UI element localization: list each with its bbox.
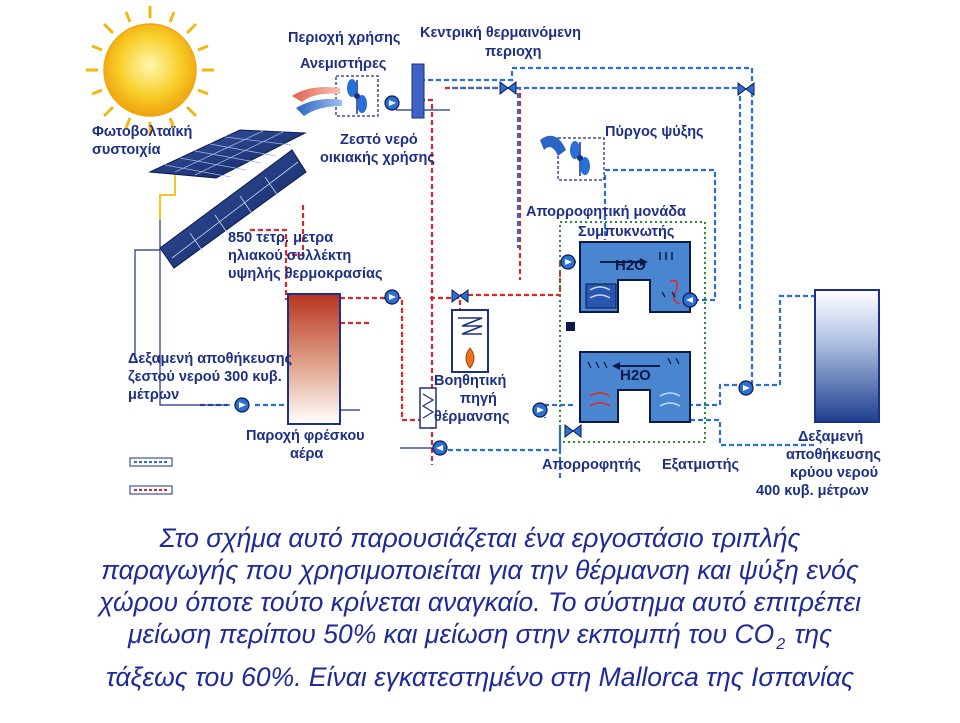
central-heated-area-label-1: Κεντρική θερμαινόμενη xyxy=(420,25,581,41)
fan-icon xyxy=(335,75,379,117)
caption-line-4-text: μείωση περίπου 50% και μείωση στην εκπομ… xyxy=(127,619,775,649)
legend xyxy=(129,457,173,495)
condenser-generator-unit xyxy=(579,241,691,313)
caption-line-2: παραγωγής που χρησιμοποιείται για την θέ… xyxy=(101,555,859,585)
trigeneration-diagram: H2O H2O xyxy=(86,6,881,499)
absorber-label: Απορροφητής xyxy=(542,457,641,473)
area-heat-exchanger xyxy=(411,63,425,119)
caption: Στο σχήμα αυτό παρουσιάζεται ένα εργοστά… xyxy=(0,522,960,722)
pv-cable xyxy=(159,168,176,220)
fresh-air-label-2: αέρα xyxy=(290,446,323,462)
hot-air-out xyxy=(292,87,340,102)
collector-label-2: ηλιακού συλλέκτη xyxy=(228,248,351,264)
area-of-use-label: Περιοχή χρήσης xyxy=(288,30,400,46)
junction-box xyxy=(566,322,575,331)
co2-subscript: 2 xyxy=(776,636,786,653)
absorption-unit-frame xyxy=(559,221,706,443)
h2o-top-label: H2O xyxy=(615,257,646,274)
aux-heat-label-1: Βοηθητική xyxy=(434,373,506,389)
absorber-evaporator-unit xyxy=(579,351,691,423)
pipe-outlines xyxy=(134,109,450,449)
hot-tank-label-2: ζεστού νερού 300 κυβ. xyxy=(128,369,282,385)
condenser-label: Συμπυκνωτής xyxy=(578,224,674,240)
fans-label: Ανεμιστήρες xyxy=(300,56,386,72)
cold-tank-label-2: αποθήκευσης xyxy=(786,447,881,463)
flame-icon xyxy=(465,347,475,369)
cold-tank-label-4: 400 κυβ. μέτρων xyxy=(756,483,869,499)
sun-icon xyxy=(86,6,214,134)
hot-tank-label-3: μέτρων xyxy=(128,387,179,403)
fresh-air-label-1: Παροχή φρέσκου xyxy=(246,428,365,444)
caption-line-4: μείωση περίπου 50% και μείωση στην εκπομ… xyxy=(0,618,960,661)
absorption-unit-label: Απορροφητική μονάδα xyxy=(526,204,686,220)
collector-label-1: 850 τετρ. μετρα xyxy=(228,230,333,246)
hot-water-tank xyxy=(287,293,341,425)
hot-water-label-2: οικιακής χρήσης xyxy=(320,150,435,166)
caption-line-4-end: της xyxy=(794,619,833,649)
hot-water-label-1: Ζεστό νερό xyxy=(340,132,418,148)
cool-air-out xyxy=(296,99,342,116)
caption-line-1: Στο σχήμα αυτό παρουσιάζεται ένα εργοστά… xyxy=(159,523,801,553)
cooling-tower-fan-icon xyxy=(540,135,605,181)
hot-tank-label-1: Δεξαμενή αποθήκευσης xyxy=(128,351,292,367)
collector-label-3: υψηλής θερμοκρασίας xyxy=(228,266,383,282)
cooling-tower-label: Πύργος ψύξης xyxy=(605,124,704,140)
aux-heat-label-3: θέρμανσης xyxy=(434,409,510,425)
cold-tank-label-3: κρύου νερού xyxy=(790,465,878,481)
pv-panel-icon xyxy=(148,129,307,179)
pv-array-label-2: συστοιχία xyxy=(92,142,161,158)
caption-line-3: χώρου όποτε τούτο κρίνεται αναγκαίο. Το … xyxy=(98,587,862,617)
caption-line-5: τάξεως του 60%. Είναι εγκατεστημένο στη … xyxy=(105,662,855,692)
central-heated-area-label-2: περιοχη xyxy=(485,44,542,60)
aux-heat-label-2: πηγή xyxy=(460,391,497,407)
cold-tank-label-1: Δεξαμενή xyxy=(798,429,863,445)
valve-icon xyxy=(451,81,755,438)
h2o-bottom-label: H2O xyxy=(620,367,651,384)
pv-array-label-1: Φωτοβολταϊκή xyxy=(92,124,192,140)
solar-collector-icon xyxy=(159,149,307,269)
evaporator-label: Εξατμιστής xyxy=(662,457,739,473)
pump-icon xyxy=(234,95,754,456)
cold-water-tank xyxy=(814,289,880,423)
